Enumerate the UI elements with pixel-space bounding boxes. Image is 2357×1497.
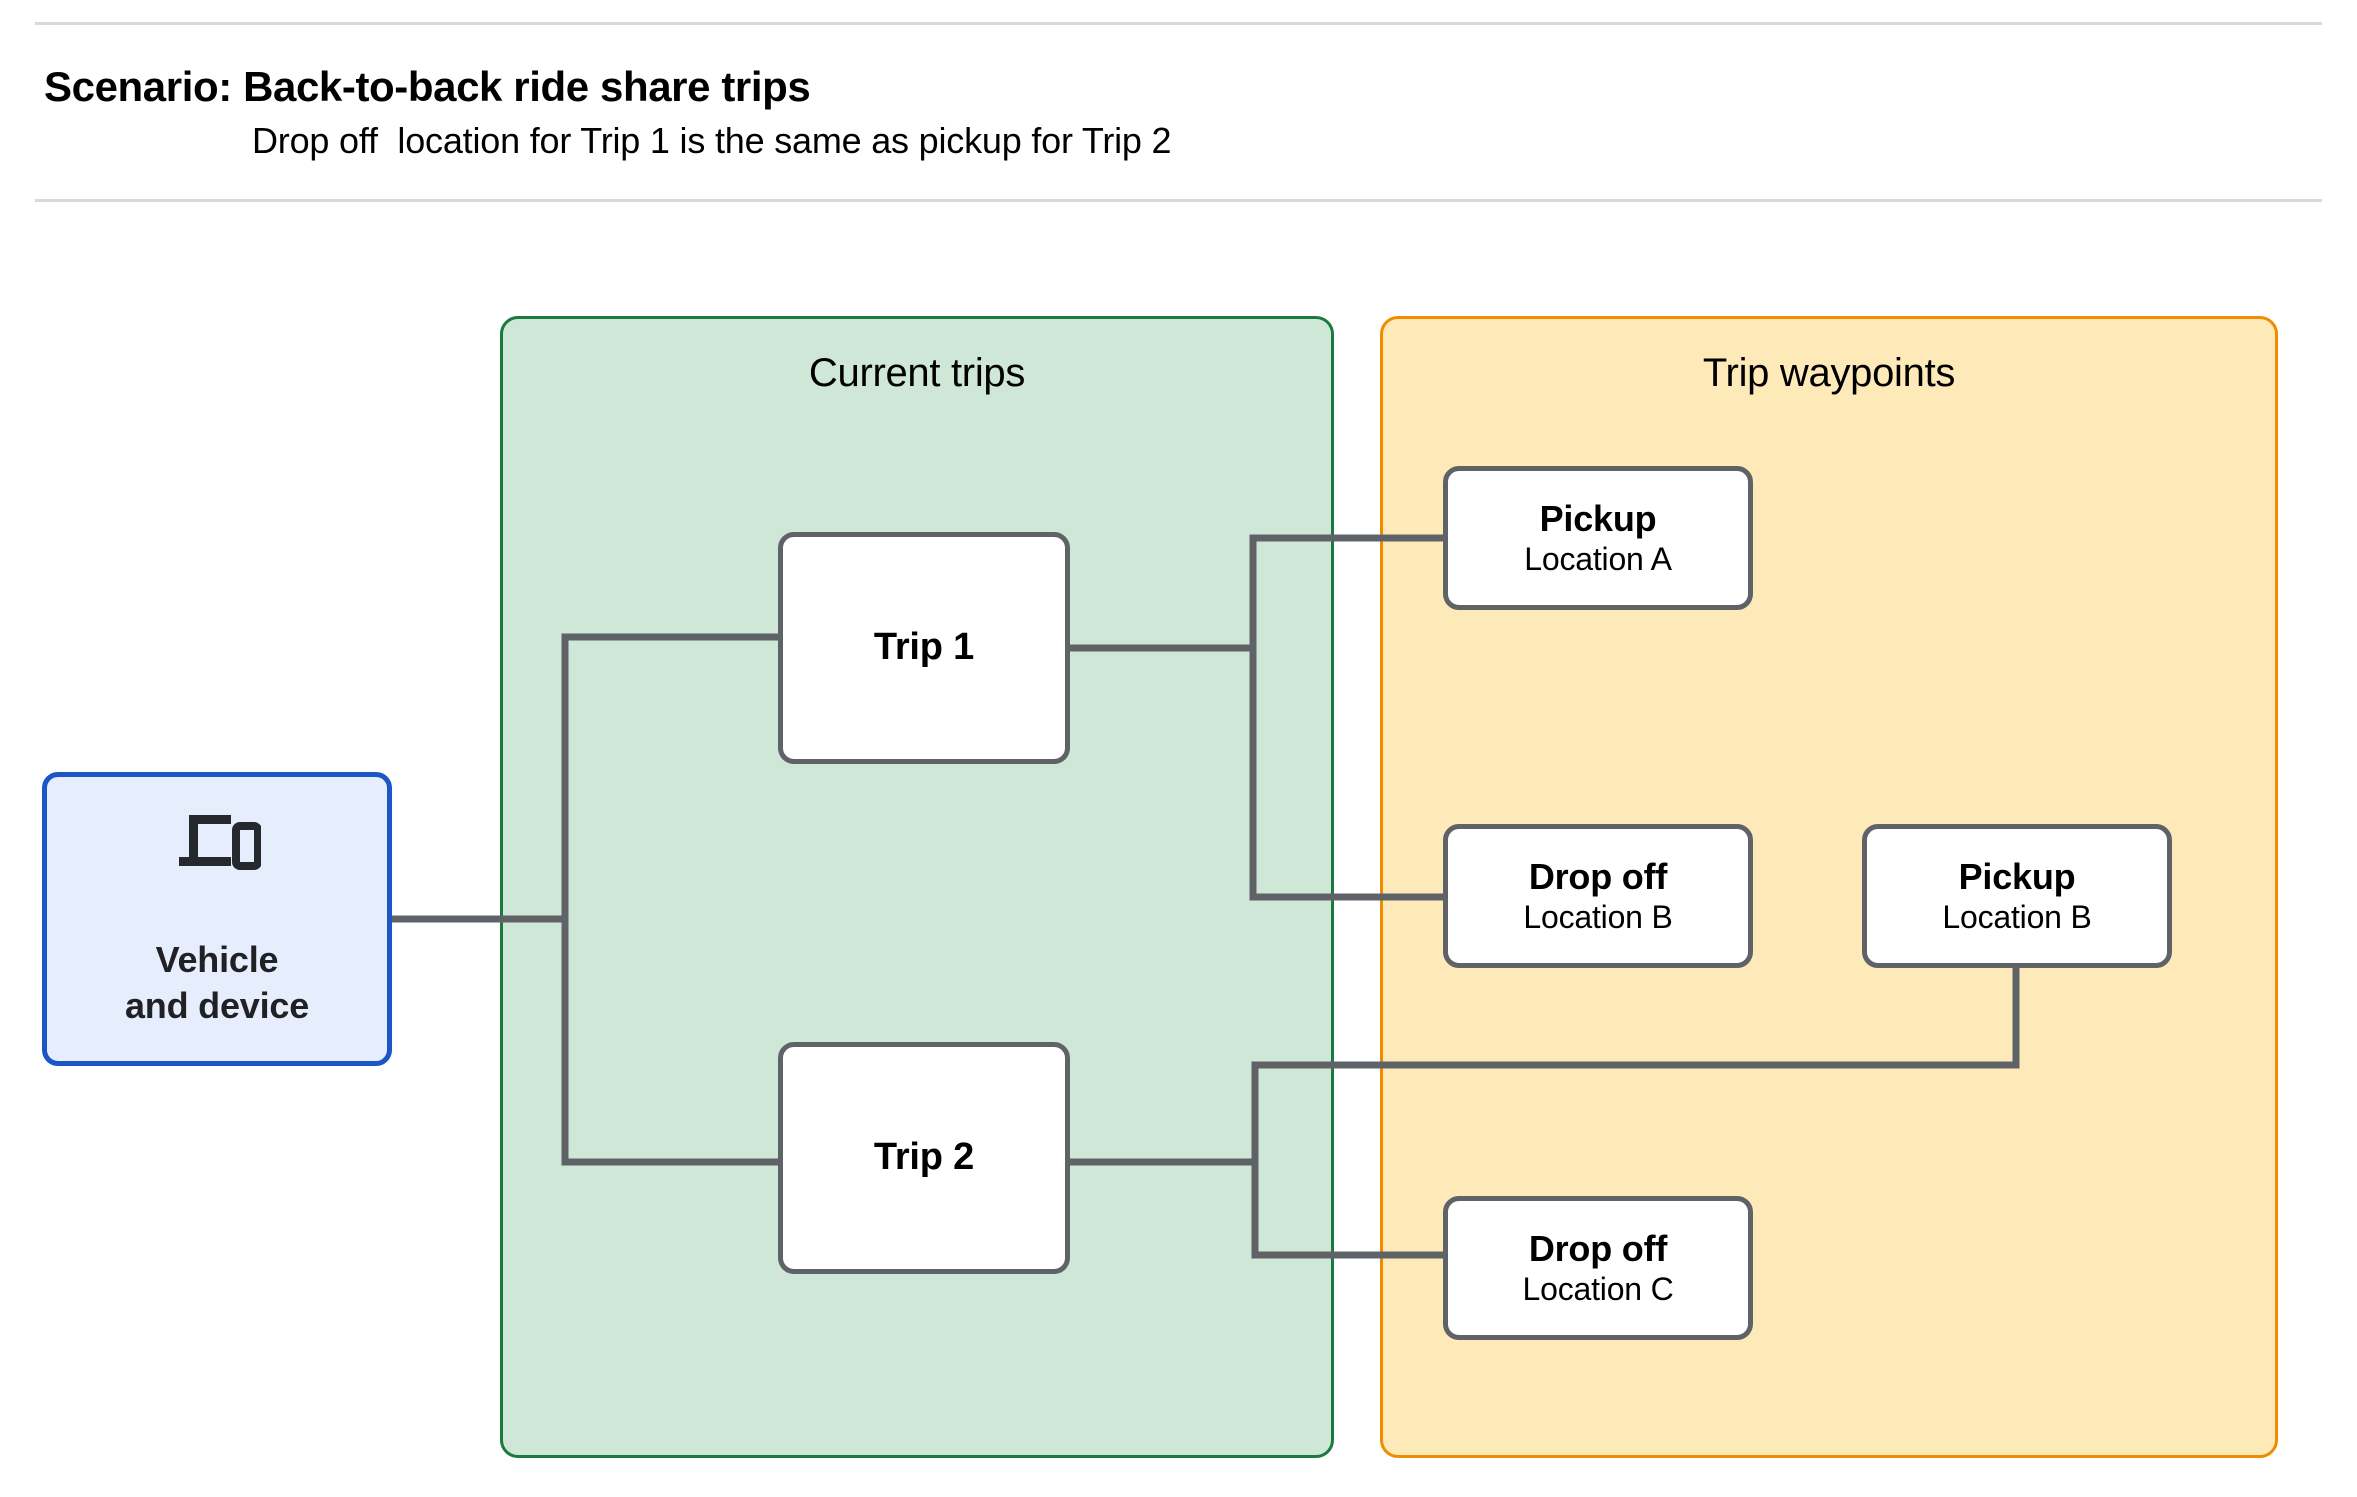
trip-2-label: Trip 2 xyxy=(873,1136,975,1179)
trip-2-node[interactable]: Trip 2 xyxy=(778,1042,1070,1274)
waypoint-dropoff-c-node[interactable]: Drop off Location C xyxy=(1443,1196,1753,1340)
waypoint-pickup-b-location: Location B xyxy=(1942,898,2092,935)
vehicle-and-device-node[interactable]: Vehicle and device xyxy=(42,772,392,1066)
group-current-trips: Current trips xyxy=(500,316,1334,1458)
page-subtitle: Drop off location for Trip 1 is the same… xyxy=(252,120,1172,161)
waypoint-dropoff-b-type: Drop off xyxy=(1528,856,1668,898)
waypoint-pickup-b-type: Pickup xyxy=(1958,856,2076,898)
waypoint-pickup-b-node[interactable]: Pickup Location B xyxy=(1862,824,2172,968)
waypoint-dropoff-c-type: Drop off xyxy=(1528,1228,1668,1270)
header-divider-top xyxy=(35,22,2322,25)
group-trip-waypoints-title: Trip waypoints xyxy=(1702,351,1956,395)
header-divider-bottom xyxy=(35,199,2322,202)
devices-icon xyxy=(179,814,261,870)
trip-1-label: Trip 1 xyxy=(873,626,975,669)
waypoint-pickup-a-location: Location A xyxy=(1524,540,1672,577)
waypoint-dropoff-b-location: Location B xyxy=(1523,898,1673,935)
group-current-trips-title: Current trips xyxy=(808,351,1026,395)
page-title: Scenario: Back-to-back ride share trips xyxy=(44,63,811,110)
header: Scenario: Back-to-back ride share trips … xyxy=(0,0,2357,205)
waypoint-dropoff-b-node[interactable]: Drop off Location B xyxy=(1443,824,1753,968)
waypoint-pickup-a-type: Pickup xyxy=(1539,498,1657,540)
waypoint-dropoff-c-location: Location C xyxy=(1522,1270,1674,1307)
waypoint-pickup-a-node[interactable]: Pickup Location A xyxy=(1443,466,1753,610)
trip-1-node[interactable]: Trip 1 xyxy=(778,532,1070,764)
vehicle-and-device-label: Vehicle and device xyxy=(124,938,310,1026)
